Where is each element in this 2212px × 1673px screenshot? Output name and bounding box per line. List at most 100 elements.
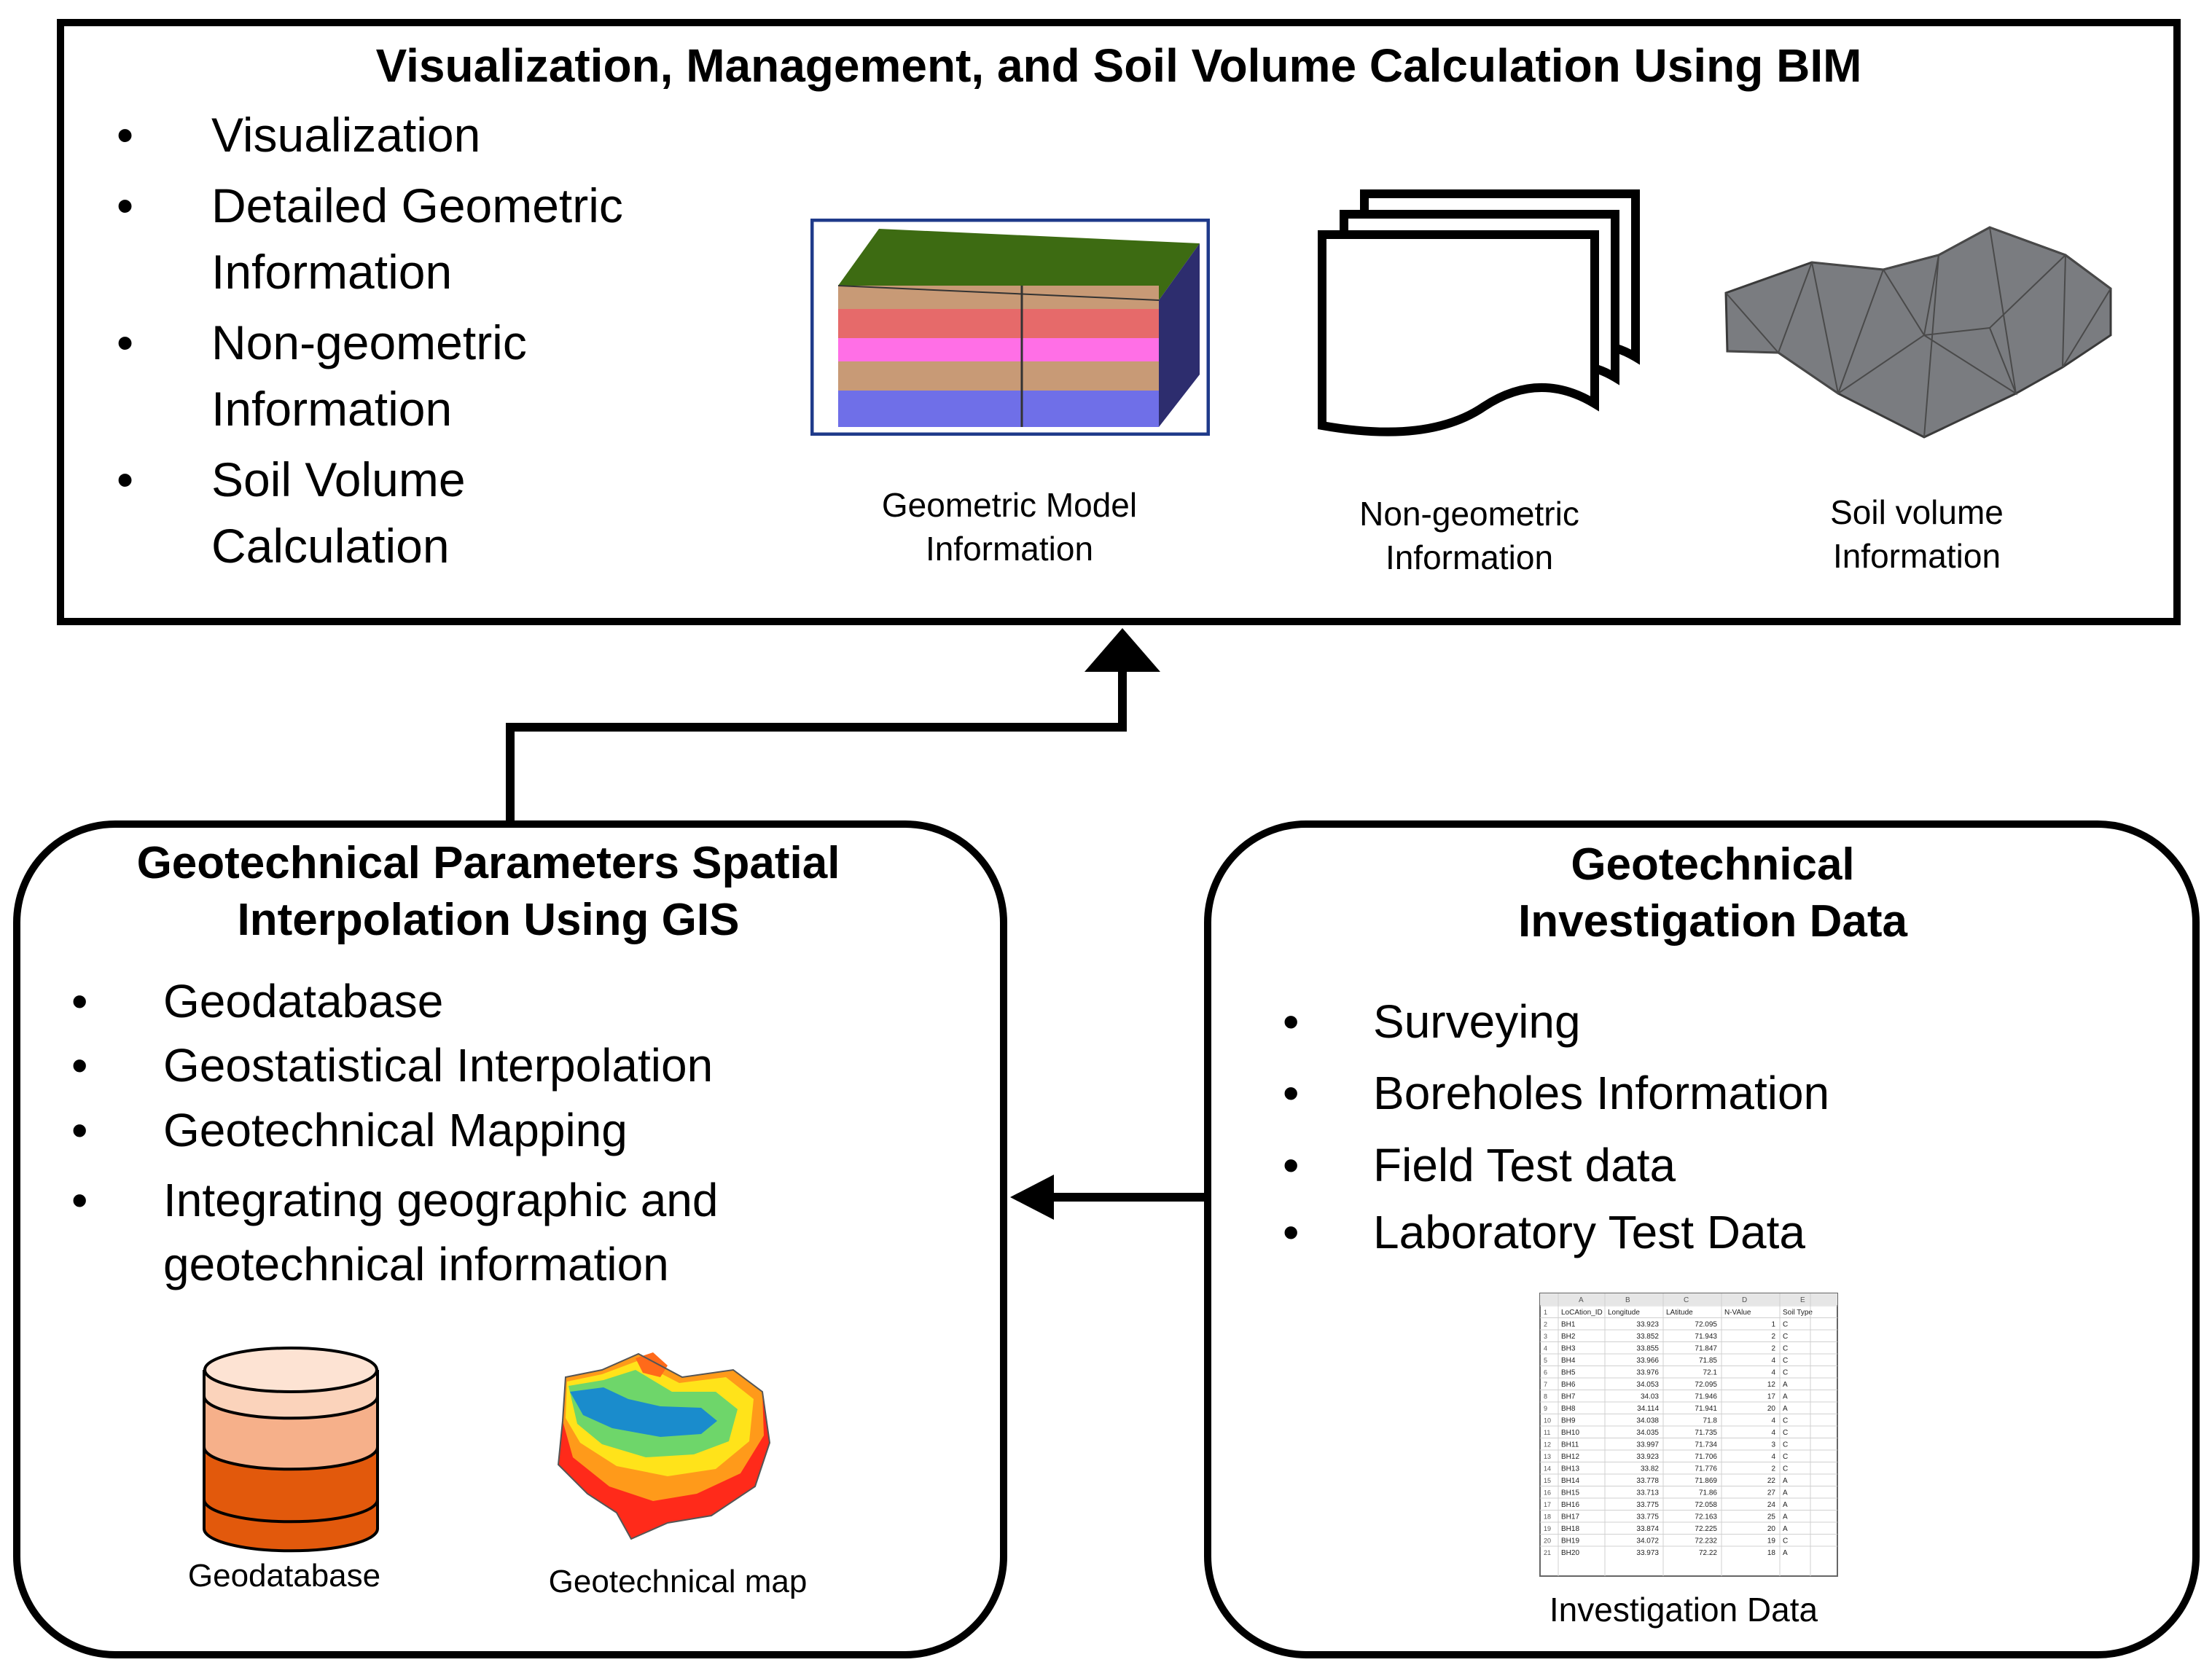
sheet-cell: BH7	[1561, 1393, 1576, 1401]
sheet-cell: 3	[1771, 1441, 1775, 1449]
sheet-cell: 33.997	[1636, 1441, 1659, 1449]
sheet-row-number: 16	[1544, 1489, 1551, 1497]
sheet-cell: A	[1783, 1513, 1788, 1521]
sheet-cell: BH16	[1561, 1501, 1579, 1509]
sheet-column-letter: D	[1742, 1296, 1747, 1304]
investigation-to-gis-arrowhead	[1010, 1175, 1054, 1220]
sheet-cell: 72.095	[1695, 1321, 1717, 1329]
investigation-bullet-item: Surveying	[1283, 990, 2084, 1054]
sheet-cell: 71.706	[1695, 1453, 1717, 1461]
sheet-row-number: 17	[1544, 1501, 1551, 1508]
sheet-cell: C	[1783, 1441, 1788, 1449]
sheet-cell: 71.941	[1695, 1405, 1717, 1413]
sheet-cell: C	[1783, 1345, 1788, 1353]
sheet-cell: A	[1783, 1393, 1788, 1401]
sheet-cell: 33.976	[1636, 1369, 1659, 1377]
sheet-cell: 71.8	[1703, 1417, 1718, 1425]
sheet-row-number: 3	[1544, 1333, 1547, 1340]
sheet-cell: 72.232	[1695, 1537, 1717, 1545]
gis-bullet-item: Geodatabase	[71, 969, 873, 1034]
sheet-cell: BH20	[1561, 1549, 1579, 1557]
sheet-cell: A	[1783, 1549, 1788, 1557]
gis-title: Geotechnical Parameters Spatial Interpol…	[136, 838, 840, 945]
sheet-row-number: 5	[1544, 1357, 1547, 1364]
sheet-cell: 33.874	[1636, 1525, 1659, 1533]
sheet-cell: 24	[1767, 1501, 1776, 1509]
sheet-cell: A	[1783, 1405, 1788, 1413]
documents-icon	[1318, 189, 1640, 436]
gis-bullet-item: Geostatistical Interpolation	[71, 1033, 873, 1098]
sheet-cell: 71.869	[1695, 1477, 1717, 1485]
soil-volume-mesh-image	[1724, 226, 2112, 439]
sheet-cell: 34.053	[1636, 1381, 1659, 1389]
sheet-row-number: 6	[1544, 1369, 1547, 1376]
sheet-cell: 72.22	[1699, 1549, 1717, 1557]
sheet-cell: A	[1783, 1381, 1788, 1389]
sheet-cell: BH9	[1561, 1417, 1576, 1425]
sheet-cell: A	[1783, 1477, 1788, 1485]
sheet-cell: 33.966	[1636, 1357, 1659, 1365]
sheet-row-number: 20	[1544, 1537, 1551, 1545]
gis-bullet-item: Integrating geographic and geotechnical …	[71, 1168, 790, 1297]
sheet-cell: 34.114	[1637, 1405, 1659, 1413]
investigation-bullet-item: Field Test data	[1283, 1133, 2084, 1198]
sheet-cell: BH4	[1561, 1357, 1576, 1365]
sheet-cell: 19	[1767, 1537, 1776, 1545]
investigation-bullet-item: Laboratory Test Data	[1283, 1200, 2084, 1265]
sheet-row-number: 4	[1544, 1345, 1547, 1352]
investigation-data-caption: Investigation Data	[1549, 1591, 1818, 1629]
sheet-cell: 34.072	[1636, 1537, 1659, 1545]
bim-bullet-item: Detailed Geometric Information	[117, 173, 649, 305]
sheet-cell: 22	[1767, 1477, 1776, 1485]
sheet-header-cell: LoCAtion_ID	[1561, 1309, 1603, 1317]
sheet-cell: C	[1783, 1429, 1788, 1437]
sheet-frame	[1539, 1293, 1838, 1577]
sheet-cell: 72.095	[1695, 1381, 1717, 1389]
gis-bullet-list: Geodatabase Geostatistical Interpolation…	[71, 969, 873, 1297]
geometric-model-caption: Geometric Model Information	[881, 486, 1138, 568]
sheet-row-number: 12	[1544, 1441, 1551, 1449]
sheet-cell: 25	[1767, 1513, 1776, 1521]
geotechnical-map-icon	[557, 1352, 771, 1540]
sheet-row-number: 15	[1544, 1477, 1551, 1484]
sheet-row-number: 10	[1544, 1417, 1551, 1425]
sheet-cell: 33.923	[1636, 1321, 1659, 1329]
soil-volume-caption: Soil volume Information	[1830, 493, 2004, 575]
sheet-header-cell: Longitude	[1608, 1309, 1640, 1317]
sheet-cell: 17	[1767, 1393, 1776, 1401]
sheet-column-letter: A	[1579, 1296, 1584, 1304]
sheet-cell: 71.847	[1695, 1345, 1717, 1353]
sheet-header-cell: N-VAlue	[1724, 1309, 1751, 1317]
sheet-column-letter: C	[1684, 1296, 1689, 1304]
sheet-cell: 72.058	[1695, 1501, 1717, 1509]
sheet-cell: BH5	[1561, 1369, 1576, 1377]
sheet-row-number: 7	[1544, 1381, 1547, 1388]
sheet-cell: A	[1783, 1525, 1788, 1533]
sheet-cell: 2	[1771, 1465, 1775, 1473]
sheet-cell: 71.85	[1699, 1357, 1717, 1365]
sheet-cell: 12	[1767, 1381, 1776, 1389]
sheet-row-number: 21	[1544, 1549, 1551, 1556]
sheet-cell: C	[1783, 1453, 1788, 1461]
sheet-cell: C	[1783, 1333, 1788, 1341]
sheet-row-number: 14	[1544, 1465, 1551, 1473]
sheet-cell: 1	[1771, 1321, 1775, 1329]
sheet-cell: 34.038	[1636, 1417, 1659, 1425]
geodatabase-caption: Geodatabase	[187, 1558, 381, 1594]
sheet-cell: 71.943	[1695, 1333, 1717, 1341]
sheet-cell: 20	[1767, 1525, 1776, 1533]
sheet-row-number: 13	[1544, 1453, 1551, 1460]
investigation-bullet-item: Boreholes Information	[1283, 1061, 2084, 1126]
sheet-cell: C	[1783, 1537, 1788, 1545]
sheet-cell: BH3	[1561, 1345, 1576, 1353]
bim-bullet-item: Soil Volume Calculation	[117, 447, 561, 579]
sheet-cell: 4	[1771, 1417, 1775, 1425]
sheet-cell: C	[1783, 1369, 1788, 1377]
sheet-column-letter: E	[1800, 1296, 1805, 1304]
sheet-cell: 33.973	[1636, 1549, 1659, 1557]
geotechnical-map-caption: Geotechnical map	[548, 1564, 808, 1599]
sheet-cell: 71.734	[1695, 1441, 1717, 1449]
sheet-cell: 33.775	[1636, 1501, 1659, 1509]
sheet-cell: 71.86	[1699, 1489, 1717, 1497]
